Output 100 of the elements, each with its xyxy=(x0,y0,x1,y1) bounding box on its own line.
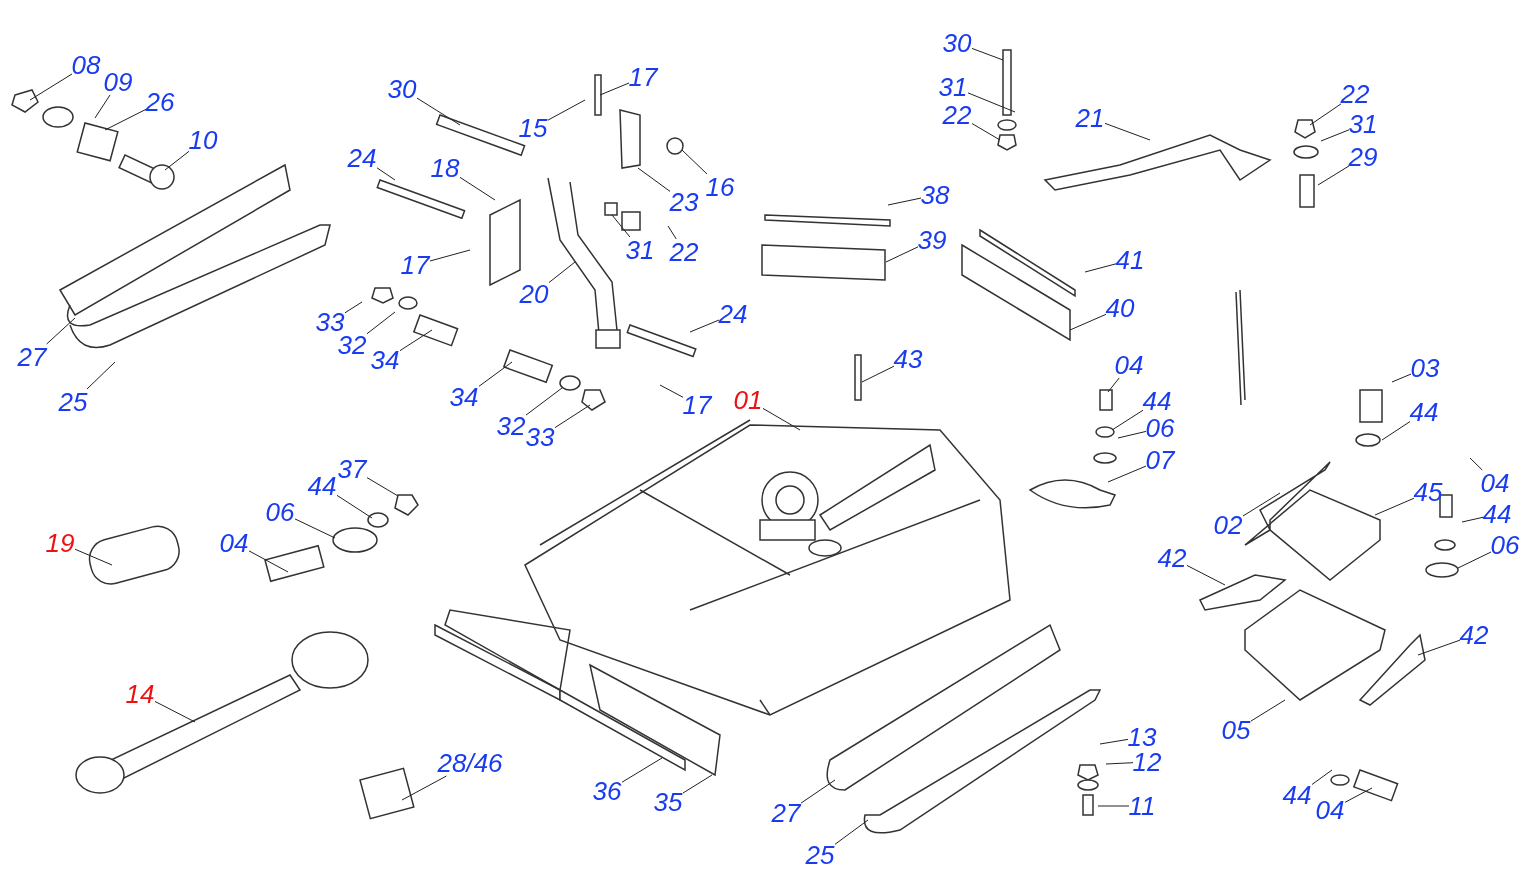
callout-number: 06 xyxy=(1145,415,1175,441)
callout-number: 01 xyxy=(733,387,763,413)
leader-line xyxy=(1457,551,1492,569)
leader-line xyxy=(459,176,496,201)
leader-line xyxy=(887,197,922,206)
callout-number: 25 xyxy=(58,389,88,415)
callout-number: 14 xyxy=(125,681,155,707)
leader-line xyxy=(1317,165,1350,186)
leader-line xyxy=(1309,103,1342,126)
callout-number: 31 xyxy=(938,74,968,100)
callout-number: 32 xyxy=(496,413,526,439)
callout-number: 04 xyxy=(1114,352,1144,378)
callout-number: 23 xyxy=(669,189,699,215)
leader-line xyxy=(1186,564,1226,586)
leader-line xyxy=(1391,373,1412,383)
callout-number: 08 xyxy=(71,52,101,78)
callout-number: 07 xyxy=(1145,447,1175,473)
leader-line xyxy=(554,404,591,429)
leader-line xyxy=(681,149,708,175)
callout-number: 37 xyxy=(337,456,367,482)
leader-line xyxy=(344,301,363,314)
callout-number: 17 xyxy=(628,64,658,90)
leader-line xyxy=(154,700,196,723)
leader-line xyxy=(1069,313,1107,331)
callout-number: 09 xyxy=(103,69,133,95)
callout-number: 40 xyxy=(1105,295,1135,321)
leader-line xyxy=(967,92,1016,113)
leader-line xyxy=(1469,457,1483,471)
leader-line xyxy=(104,108,147,131)
callout-number: 30 xyxy=(942,30,972,56)
callout-number: 16 xyxy=(705,174,735,200)
callout-number: 05 xyxy=(1221,717,1251,743)
leader-line xyxy=(416,97,461,126)
leader-line xyxy=(429,249,471,262)
callout-number: 31 xyxy=(625,237,655,263)
leader-line xyxy=(1105,762,1134,765)
leader-line xyxy=(682,774,713,794)
leader-line xyxy=(1107,377,1120,393)
leader-line xyxy=(971,47,1004,61)
leader-line xyxy=(366,477,399,497)
callout-number: 33 xyxy=(525,424,555,450)
callout-number: 44 xyxy=(1282,782,1312,808)
leader-line xyxy=(1117,430,1147,439)
callout-number: 20 xyxy=(519,281,549,307)
callout-number: 11 xyxy=(1128,793,1156,819)
callout-number: 34 xyxy=(370,347,400,373)
leader-line xyxy=(637,167,671,192)
callout-number: 19 xyxy=(45,530,75,556)
leader-line xyxy=(1374,497,1415,516)
leader-line xyxy=(366,311,396,335)
callout-number: 18 xyxy=(430,155,460,181)
callout-number: 35 xyxy=(653,789,683,815)
callout-number: 41 xyxy=(1115,247,1145,273)
callout-number: 44 xyxy=(1142,388,1172,414)
leader-line xyxy=(1344,787,1373,803)
leader-line xyxy=(29,73,73,101)
callout-number: 22 xyxy=(1340,81,1370,107)
leader-line xyxy=(525,387,563,416)
leader-line xyxy=(164,150,190,171)
leader-line xyxy=(689,319,720,333)
leader-line xyxy=(399,329,433,352)
leader-line xyxy=(1099,738,1129,745)
leader-line xyxy=(94,94,111,119)
leader-line xyxy=(478,361,513,387)
callout-number: 17 xyxy=(400,252,430,278)
leader-line xyxy=(1111,409,1144,431)
callout-number: 39 xyxy=(917,227,947,253)
leader-line xyxy=(971,123,1001,141)
callout-number: 04 xyxy=(219,530,249,556)
leader-line xyxy=(1461,516,1484,523)
leader-line xyxy=(1104,122,1151,141)
callout-number: 22 xyxy=(942,102,972,128)
leader-line xyxy=(548,261,576,284)
callout-number: 03 xyxy=(1410,355,1440,381)
leader-line xyxy=(599,82,630,96)
callout-number: 42 xyxy=(1459,622,1489,648)
callout-number: 25 xyxy=(805,842,835,868)
callout-number: 44 xyxy=(1482,501,1512,527)
callout-number: 24 xyxy=(347,145,377,171)
leader-line xyxy=(1320,129,1350,142)
callout-number: 45 xyxy=(1413,479,1443,505)
leader-line xyxy=(1381,421,1411,441)
callout-number: 12 xyxy=(1132,749,1162,775)
leader-line xyxy=(621,757,663,783)
callout-number: 02 xyxy=(1213,512,1243,538)
callout-number: 13 xyxy=(1127,724,1157,750)
callout-number: 36 xyxy=(592,778,622,804)
leader-line xyxy=(1311,769,1333,785)
leader-line xyxy=(885,246,919,263)
leader-line xyxy=(46,317,76,345)
callout-number: 27 xyxy=(17,344,47,370)
callout-number: 06 xyxy=(265,499,295,525)
leader-line xyxy=(294,518,336,539)
leader-line xyxy=(834,819,869,845)
leader-line xyxy=(659,384,684,398)
leader-line xyxy=(800,779,836,804)
callout-number: 32 xyxy=(337,332,367,358)
callout-number: 21 xyxy=(1075,105,1105,131)
leader-line xyxy=(861,365,895,383)
callout-number: 44 xyxy=(307,473,337,499)
